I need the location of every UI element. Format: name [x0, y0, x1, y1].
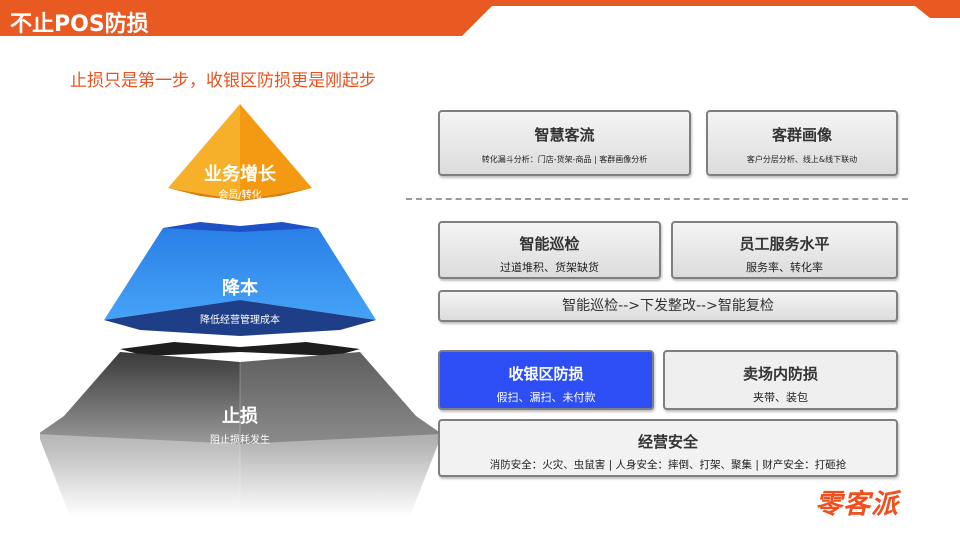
checkout-loss-title: 收银区防损: [508, 365, 584, 383]
smart-flow-box: 智慧客流 转化漏斗分析：门店-货架-商品 | 客群画像分析: [438, 110, 691, 176]
brand-logo: 零客派: [815, 489, 899, 520]
pyramid-middle-subtitle: 降低经营管理成本: [200, 315, 280, 326]
operation-safety-title: 经营安全: [637, 433, 698, 451]
pyramid-graphic: [38, 104, 442, 516]
checkout-loss-subtitle: 假扫、漏扫、未付款: [496, 391, 596, 404]
pyramid-bottom-title: 止损: [222, 406, 258, 427]
store-loss-title: 卖场内防损: [742, 365, 818, 383]
pyramid-bottom-right-face: [240, 352, 442, 516]
pyramid-middle-face: [104, 228, 376, 320]
smart-flow-title: 智慧客流: [534, 126, 595, 144]
pyramid-bottom-left-face: [38, 352, 240, 516]
checkout-loss-box: 收银区防损 假扫、漏扫、未付款: [438, 350, 654, 410]
pyramid-middle-title: 降本: [222, 278, 258, 299]
smart-flow-subtitle: 转化漏斗分析：门店-货架-商品 | 客群画像分析: [481, 155, 648, 164]
pyramid-top-base: [168, 188, 312, 201]
pyramid-middle-base: [104, 300, 376, 336]
operation-safety-box: 经营安全 消防安全：火灾、虫鼠害 | 人身安全：摔倒、打架、聚集 | 财产安全：…: [438, 419, 898, 477]
operation-safety-subtitle: 消防安全：火灾、虫鼠害 | 人身安全：摔倒、打架、聚集 | 财产安全：打砸抢: [489, 459, 847, 471]
staff-service-title: 员工服务水平: [739, 235, 830, 253]
store-loss-subtitle: 夹带、装包: [753, 391, 808, 404]
patrol-flow-text: 智能巡检-->下发整改-->智能复检: [562, 298, 774, 314]
header-bar: [0, 0, 960, 36]
pyramid-top-title: 业务增长: [204, 164, 276, 185]
pyramid-top-subtitle: 会员/转化: [218, 190, 262, 201]
pyramid-diagram: 业务增长 会员/转化 降本 降低经营管理成本 止损 阻止损耗发生: [38, 104, 442, 524]
dashed-divider: [406, 198, 908, 200]
smart-patrol-title: 智能巡检: [519, 235, 580, 253]
customer-portrait-title: 客群画像: [771, 126, 832, 144]
pyramid-bottom-subtitle: 阻止损耗发生: [210, 435, 270, 446]
pyramid-bottom-cap: [120, 342, 360, 356]
staff-service-subtitle: 服务率、转化率: [746, 261, 823, 274]
customer-portrait-box: 客群画像 客户分层分析、线上&线下联动: [706, 110, 898, 176]
slide-subtitle: 止损只是第一步，收银区防损更是刚起步: [70, 71, 376, 91]
pyramid-top-left-face: [168, 104, 240, 200]
staff-service-box: 员工服务水平 服务率、转化率: [671, 221, 898, 279]
store-loss-box: 卖场内防损 夹带、装包: [663, 350, 898, 410]
customer-portrait-subtitle: 客户分层分析、线上&线下联动: [746, 155, 858, 164]
smart-patrol-box: 智能巡检 过道堆积、货架缺货: [438, 221, 661, 279]
patrol-flow-box: 智能巡检-->下发整改-->智能复检: [438, 290, 898, 322]
pyramid-top-right-face: [240, 104, 312, 200]
page-title: 不止POS防损: [10, 12, 149, 37]
smart-patrol-subtitle: 过道堆积、货架缺货: [500, 261, 599, 274]
